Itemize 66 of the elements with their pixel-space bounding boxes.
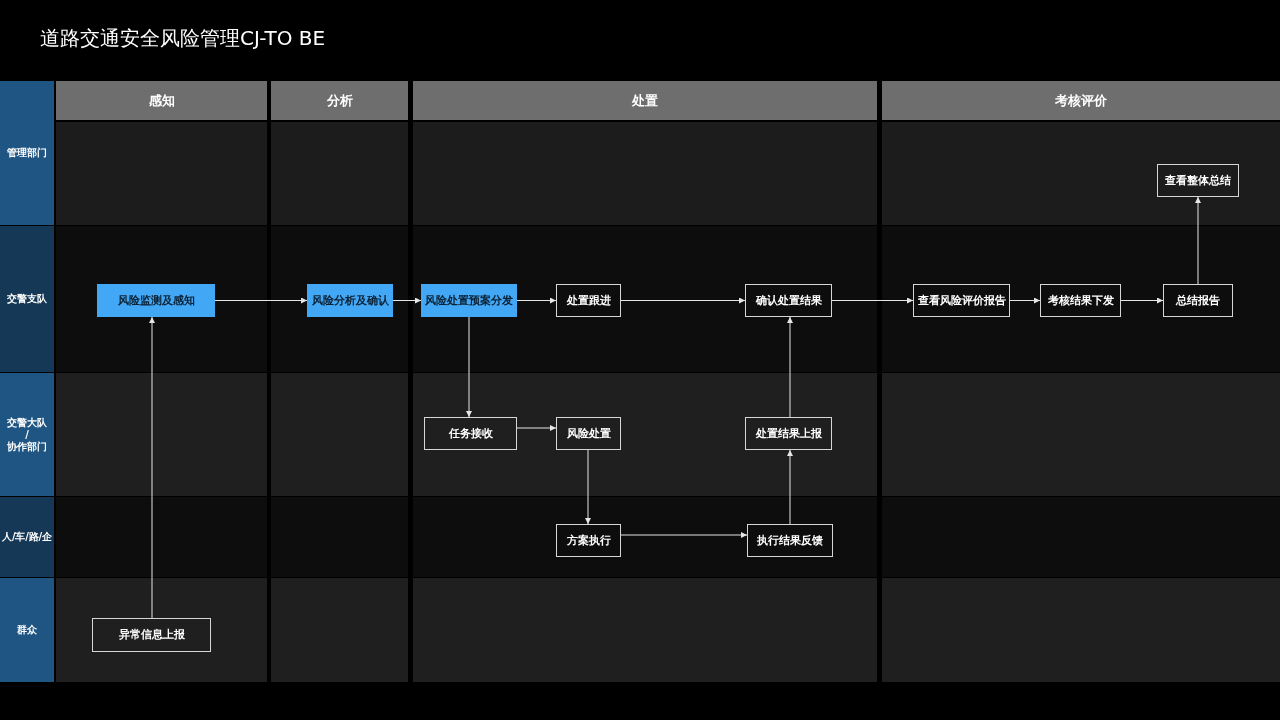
step-label: 查看风险评价报告 (917, 293, 1006, 308)
process-box (913, 284, 1010, 317)
highlighted-process-box (421, 284, 517, 317)
step-label: 查看整体总结 (1165, 173, 1231, 188)
arrow (516, 297, 557, 304)
phase-title: 分析 (326, 92, 353, 109)
step-label: 处置跟进 (566, 293, 611, 308)
process-box (556, 417, 621, 450)
arrow (787, 316, 793, 418)
phase-header (413, 81, 877, 120)
lane-title: 协作部门 (7, 440, 47, 453)
step-label: 风险监测及感知 (117, 293, 195, 308)
arrow (1120, 297, 1164, 304)
step-label: 考核结果下发 (1047, 293, 1114, 308)
arrow (516, 425, 557, 431)
arrow (392, 297, 422, 304)
lane-header (0, 497, 54, 577)
process-box (556, 524, 621, 557)
process-box (745, 284, 832, 317)
highlighted-process-box (307, 284, 393, 317)
lane-title: 交警大队 (7, 416, 47, 429)
arrow (620, 532, 748, 538)
lane-header (0, 373, 54, 496)
phase-title: 感知 (148, 92, 175, 109)
diagram-title: 道路交通安全风险管理CJ-TO BE (40, 26, 326, 50)
process-box (745, 417, 832, 450)
step-label: 总结报告 (1176, 293, 1220, 308)
step-label: 风险分析及确认 (311, 293, 389, 308)
arrow (831, 297, 914, 304)
lane-title: 群众 (17, 624, 37, 636)
step-label: 执行结果反馈 (757, 533, 823, 548)
highlighted-process-box (97, 284, 215, 317)
lane-header (0, 578, 54, 682)
arrow (585, 449, 591, 525)
process-box (1040, 284, 1121, 317)
step-label: 任务接收 (448, 426, 493, 441)
lane-title: 人/车/路/企 (2, 531, 52, 543)
phase-header (56, 81, 267, 120)
process-box (1157, 164, 1239, 197)
process-box (747, 524, 833, 557)
arrow (1009, 297, 1041, 304)
arrow (149, 316, 155, 619)
step-label: 风险处置预案分发 (425, 293, 513, 308)
lane-title: 交警支队 (7, 293, 47, 305)
arrow (787, 449, 793, 525)
arrow (214, 297, 308, 304)
phase-header (882, 81, 1280, 120)
arrow (466, 316, 472, 418)
process-box (556, 284, 621, 317)
lane-header (0, 226, 54, 372)
process-box (92, 618, 211, 652)
process-box (424, 417, 517, 450)
step-label: 风险处置 (566, 426, 611, 441)
lane-title: / (25, 428, 29, 441)
arrow (1195, 196, 1201, 285)
step-label: 方案执行 (566, 533, 611, 548)
phase-title: 处置 (632, 92, 658, 109)
arrow (620, 297, 746, 304)
step-label: 处置结果上报 (755, 426, 822, 441)
phase-header (271, 81, 408, 120)
lane-header (0, 81, 54, 225)
step-label: 确认处置结果 (755, 293, 822, 308)
lane-title: 管理部门 (7, 147, 47, 159)
step-label: 异常信息上报 (118, 628, 185, 642)
phase-title: 考核评价 (1055, 92, 1107, 109)
process-box (1163, 284, 1233, 317)
